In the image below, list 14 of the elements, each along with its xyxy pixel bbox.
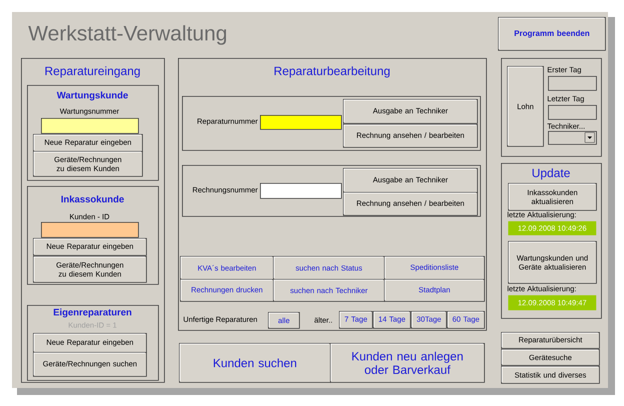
group-box xyxy=(182,96,481,151)
button: Kunden suchen xyxy=(179,343,331,383)
input-field xyxy=(548,76,597,91)
group-box xyxy=(501,58,602,157)
input-field xyxy=(260,115,342,130)
input-field xyxy=(41,118,139,134)
dropdown-field xyxy=(548,131,597,145)
window-title: Werkstatt-Verwaltung xyxy=(28,25,226,45)
input-field xyxy=(41,222,139,238)
input-field xyxy=(260,183,342,199)
button: Programm beenden xyxy=(498,17,606,51)
group-box xyxy=(182,165,481,217)
input-field xyxy=(548,105,597,120)
button: Kunden neu anlegen oder Barverkauf xyxy=(330,343,485,383)
